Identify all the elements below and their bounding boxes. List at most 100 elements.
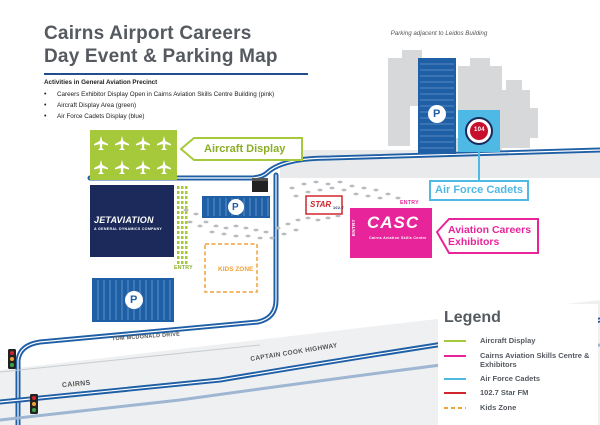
casc-entry-top: ENTRY — [400, 200, 419, 206]
cadets-badge-inner-icon — [470, 122, 488, 140]
footprint — [233, 224, 239, 228]
display-marker — [177, 251, 180, 254]
map-title: Cairns Airport Careers Day Event & Parki… — [44, 22, 278, 68]
display-marker — [185, 241, 188, 244]
parking-p-leidos: P — [433, 108, 441, 120]
parking-note: Parking adjacent to Leidos Building — [390, 30, 488, 37]
display-marker — [185, 186, 188, 189]
footprint — [243, 226, 249, 230]
cadets-badge-number: 104 — [474, 127, 485, 133]
traffic-light-bottom — [30, 394, 38, 414]
footprint — [385, 192, 391, 196]
footprint — [213, 224, 219, 228]
aircraft-icon — [157, 160, 171, 174]
walking-route — [183, 180, 401, 240]
air-force-cadets-label: Air Force Cadets — [435, 184, 524, 196]
display-marker — [181, 196, 184, 199]
footprint — [281, 232, 287, 236]
aviation-careers-label: Aviation Careers Exhibitors — [448, 224, 532, 248]
display-marker — [177, 231, 180, 234]
legend-title: Legend — [444, 309, 501, 326]
display-marker — [181, 206, 184, 209]
label-callouts — [179, 137, 539, 254]
footprint — [373, 188, 379, 192]
activity-item: Air Force Cadets Display (blue) — [44, 111, 344, 122]
footprint — [203, 220, 209, 224]
aircraft-icon — [115, 160, 129, 174]
footprint — [335, 214, 341, 218]
aircraft-icon — [136, 136, 150, 150]
legend-label: Kids Zone — [480, 403, 517, 412]
display-marker — [185, 246, 188, 249]
footprint — [285, 222, 291, 226]
footprint — [313, 180, 319, 184]
footprint — [269, 236, 275, 240]
footprint — [187, 220, 193, 224]
display-marker — [181, 236, 184, 239]
display-marker — [177, 256, 180, 259]
star-fm-frequency: 102.7 — [333, 206, 345, 210]
aircraft-icons — [94, 136, 171, 174]
jet-aviation-logo: JETAVIATION — [94, 215, 154, 225]
display-marker — [177, 236, 180, 239]
display-marker — [177, 241, 180, 244]
footprint — [341, 188, 347, 192]
display-marker — [181, 226, 184, 229]
casc-entry-side: ENTRY — [351, 219, 356, 236]
display-marker — [185, 256, 188, 259]
air-force-cadets-callout — [429, 180, 529, 201]
display-marker — [185, 221, 188, 224]
display-marker — [177, 186, 180, 189]
display-marker — [177, 261, 180, 264]
footprint — [223, 226, 229, 230]
legend-swatch — [444, 407, 466, 409]
display-marker — [181, 191, 184, 194]
legend-label: 102.7 Star FM — [480, 388, 529, 397]
footprint — [257, 236, 263, 240]
display-marker — [185, 206, 188, 209]
parking-icons — [125, 105, 446, 309]
display-marker — [177, 211, 180, 214]
jet-aviation-tagline: A GENERAL DYNAMICS COMPANY — [94, 227, 163, 231]
footprint — [289, 186, 295, 190]
display-marker — [177, 201, 180, 204]
footprint — [325, 216, 331, 220]
footprint — [365, 194, 371, 198]
footprint — [317, 188, 323, 192]
legend-swatch — [444, 378, 466, 380]
parking-bays-leidos — [420, 63, 454, 149]
star-fm-box — [305, 195, 343, 215]
display-marker — [185, 216, 188, 219]
footprint — [245, 234, 251, 238]
footprint — [209, 230, 215, 234]
display-marker — [177, 246, 180, 249]
legend-label: Air Force Cadets — [480, 374, 541, 383]
aircraft-display-callout — [179, 137, 303, 161]
casc-tagline: Cairns Aviation Skills Centre — [369, 236, 427, 240]
display-marker — [181, 246, 184, 249]
aircraft-display-strip — [177, 186, 188, 264]
display-marker — [177, 191, 180, 194]
footprint — [183, 208, 189, 212]
casc-logo: CASC — [367, 213, 420, 232]
footprint — [305, 216, 311, 220]
display-marker — [185, 236, 188, 239]
display-marker — [181, 211, 184, 214]
footprint — [377, 196, 383, 200]
footprint — [349, 184, 355, 188]
display-marker — [185, 226, 188, 229]
footprint — [193, 212, 199, 216]
activity-item: Careers Exhibitor Display Open in Cairns… — [44, 89, 344, 100]
footprint — [263, 230, 269, 234]
kids-zone-label: KIDS ZONE — [218, 266, 254, 273]
footprint — [293, 228, 299, 232]
venue-sign — [252, 178, 268, 192]
display-marker — [185, 211, 188, 214]
footprint — [253, 228, 259, 232]
aircraft-icon — [94, 136, 108, 150]
display-marker — [185, 251, 188, 254]
footprint — [197, 224, 203, 228]
footprint — [353, 192, 359, 196]
footprint — [301, 182, 307, 186]
